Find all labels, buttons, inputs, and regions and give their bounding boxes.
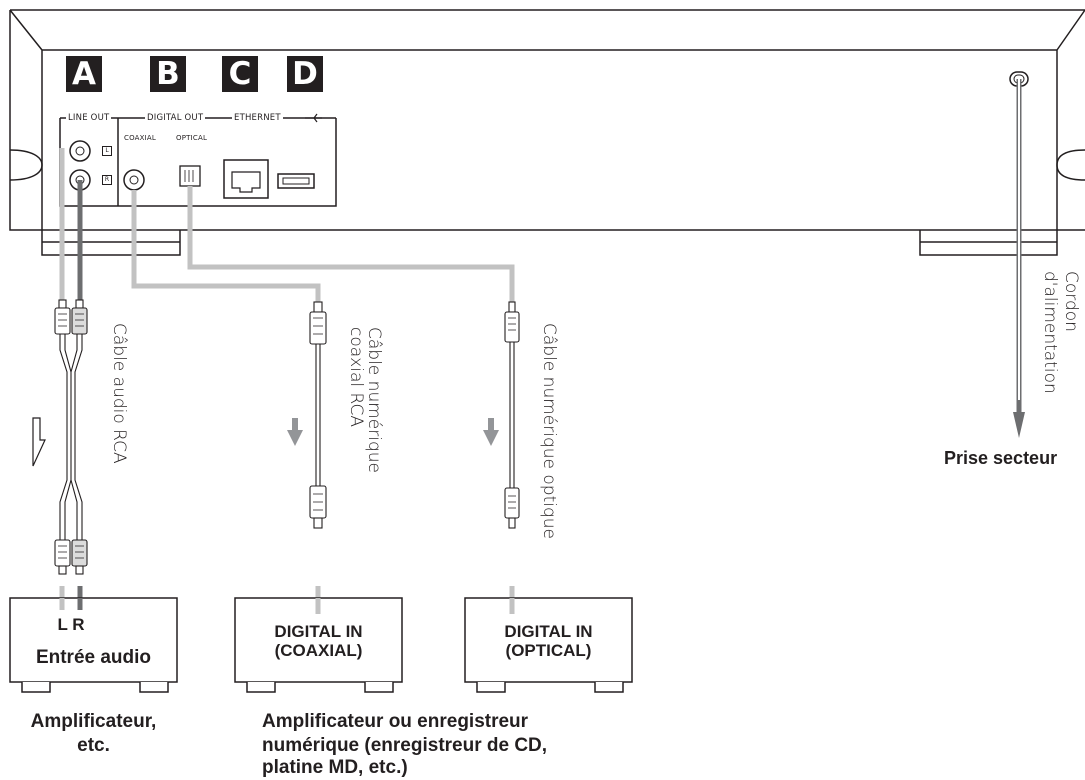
line-out-label: LINE OUT <box>66 113 112 123</box>
coaxial-cable <box>309 301 327 529</box>
badge-c: C <box>222 56 258 92</box>
badge-a: A <box>66 56 102 92</box>
digital-caption-line1: Amplificateur ou enregistreur <box>262 711 529 732</box>
amplifier-caption-line1: Amplificateur, <box>30 711 157 732</box>
coaxial-cable-label-line1: Câble numérique <box>364 327 384 473</box>
badge-d: D <box>287 56 323 92</box>
power-arrow-icon <box>1013 400 1025 438</box>
amplifier-box <box>9 597 178 683</box>
amplifier-caption-line2: etc. <box>77 735 110 756</box>
optical-cable-label: Câble numérique optique <box>539 323 559 539</box>
coaxial-cable-wire <box>131 190 321 302</box>
coaxial-port-label: COAXIAL <box>124 134 157 142</box>
amplifier-input-label: Entrée audio <box>35 647 152 668</box>
ethernet-label: ETHERNET <box>232 113 283 123</box>
power-cord-label-line2: d'alimentation <box>1040 271 1060 394</box>
optical-input-box <box>464 597 633 683</box>
optical-box-line1: DIGITAL IN <box>504 622 593 641</box>
connector-panel <box>59 118 337 207</box>
device-foot-right <box>919 230 1058 256</box>
coaxial-cable-label-line2: coaxial RCA <box>346 327 366 427</box>
ethernet-port <box>223 159 269 199</box>
rca-jack-line-out-left <box>69 140 91 162</box>
coaxial-box-line1: DIGITAL IN <box>274 622 363 641</box>
optical-box-line2: (OPTICAL) <box>505 641 592 660</box>
rca-stereo-cable <box>54 299 88 575</box>
device-chassis <box>9 9 1085 231</box>
chassis-notch-left <box>9 149 43 181</box>
optical-direction-arrow-icon <box>483 418 499 446</box>
digital-caption-line2: numérique (enregistreur de CD, <box>262 735 548 756</box>
rca-cable-label: Câble audio RCA <box>109 323 129 464</box>
coaxial-box-line2: (COAXIAL) <box>274 641 363 660</box>
digital-out-label: DIGITAL OUT <box>145 113 206 123</box>
audio-direction-arrow-icon <box>32 417 46 467</box>
badge-b: B <box>150 56 186 92</box>
amplifier-lr-label: L R <box>57 615 85 634</box>
coaxial-direction-arrow-icon <box>287 418 303 446</box>
power-cord-label-line1: Cordon <box>1061 271 1081 332</box>
line-out-right-marker: R <box>102 175 112 185</box>
optical-cable-wire <box>187 186 515 302</box>
box-feet <box>21 682 624 693</box>
optical-cable <box>504 301 520 529</box>
optical-port <box>179 165 201 187</box>
usb-port <box>277 173 315 189</box>
usb-symbol-icon <box>305 113 322 123</box>
power-outlet-label: Prise secteur <box>944 448 1058 468</box>
chassis-notch-right <box>1056 149 1085 181</box>
line-out-left-marker: L <box>102 146 112 156</box>
device-foot-left <box>41 230 181 256</box>
optical-port-label: OPTICAL <box>176 134 208 142</box>
rca-jack-coaxial <box>123 169 145 191</box>
digital-caption-line3: platine MD, etc.) <box>262 757 408 778</box>
